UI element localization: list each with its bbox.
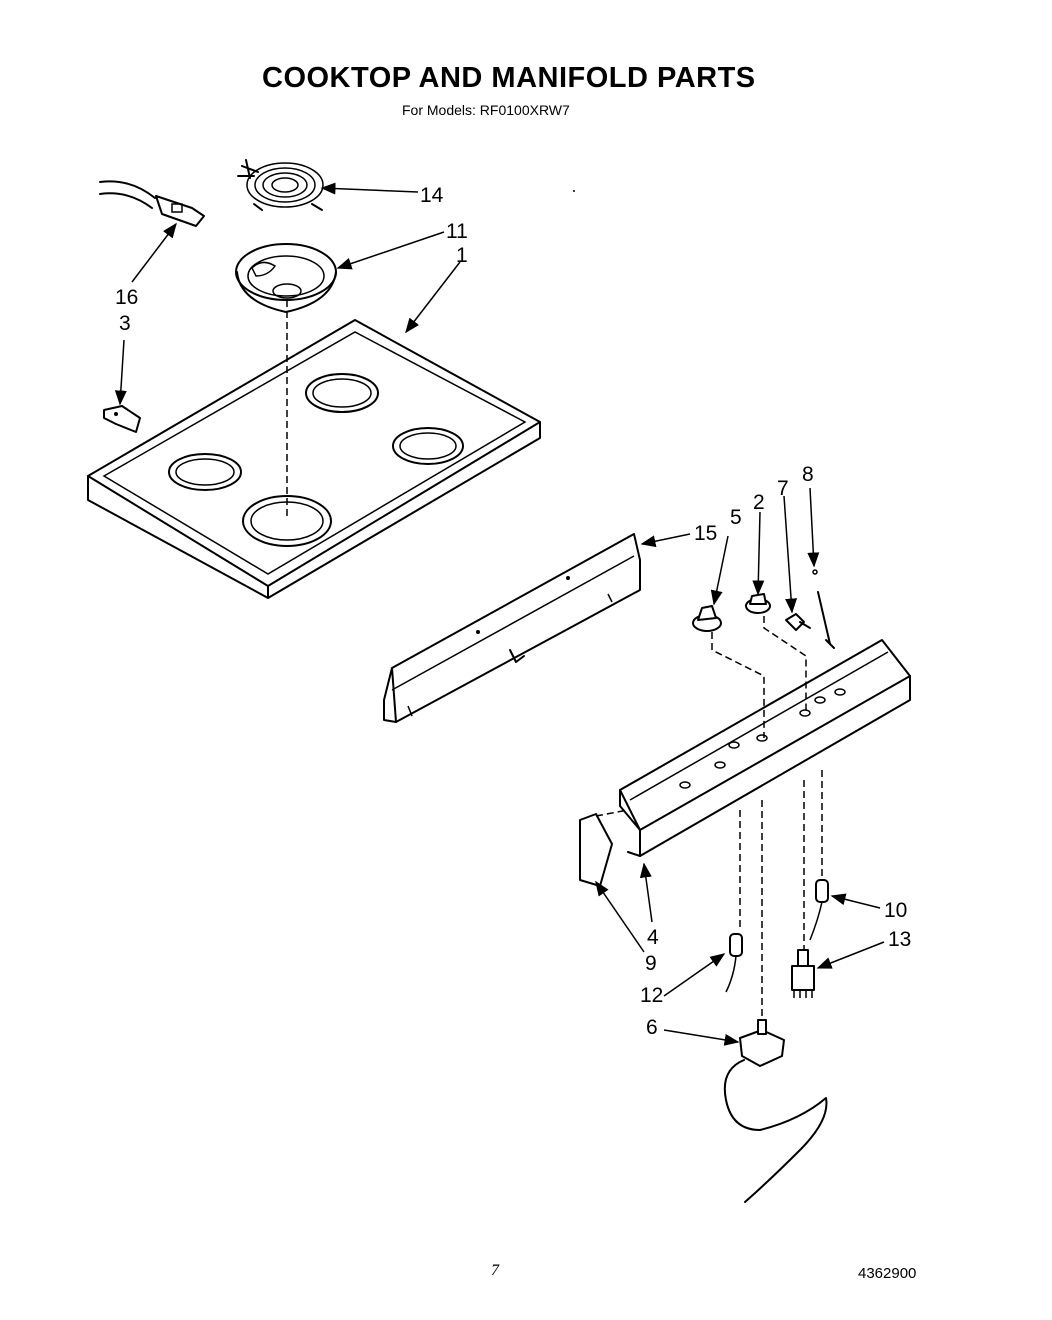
callout-1: 1 xyxy=(456,244,468,267)
leader-arrows xyxy=(114,182,885,1046)
stray-dot xyxy=(573,190,575,192)
callout-16: 16 xyxy=(115,286,138,309)
callout-13: 13 xyxy=(888,928,911,951)
callout-15: 15 xyxy=(694,522,717,545)
control-knob-left xyxy=(692,605,722,632)
knob-left-alignment-line xyxy=(711,632,765,738)
mounting-bracket xyxy=(103,405,141,433)
control-knob-right xyxy=(745,593,771,614)
callout-5: 5 xyxy=(730,506,742,529)
callout-7: 7 xyxy=(777,477,789,500)
surface-element xyxy=(237,159,324,211)
manifold-panel xyxy=(619,639,911,857)
terminal-block xyxy=(99,180,205,227)
lamp-socket-lower xyxy=(725,933,743,993)
page-title: COOKTOP AND MANIFOLD PARTS xyxy=(262,62,756,94)
end-cap-alignment-line xyxy=(595,809,629,817)
cooktop-panel xyxy=(87,319,541,599)
callout-14: 14 xyxy=(420,184,444,207)
front-trim-strip xyxy=(383,533,641,723)
infinite-switch xyxy=(791,949,815,998)
callout-2: 2 xyxy=(753,491,765,514)
switch-lever xyxy=(812,569,835,649)
callout-4: 4 xyxy=(647,926,659,949)
drip-bowl xyxy=(235,243,337,313)
indicator-light xyxy=(785,613,811,631)
selector-switch xyxy=(723,1019,828,1203)
knob-right-alignment-line xyxy=(763,616,807,713)
model-subtitle: For Models: RF0100XRW7 xyxy=(402,102,570,118)
callout-8: 8 xyxy=(802,463,814,486)
document-code: 4362900 xyxy=(858,1265,917,1282)
page-number: 7 xyxy=(491,1262,499,1279)
callout-12: 12 xyxy=(640,984,663,1007)
callout-9: 9 xyxy=(645,952,657,975)
callout-6: 6 xyxy=(646,1016,658,1039)
end-cap xyxy=(579,813,613,887)
callout-10: 10 xyxy=(884,899,907,922)
callout-11: 11 xyxy=(446,220,468,243)
lamp-socket xyxy=(809,879,829,941)
callout-3: 3 xyxy=(119,312,131,335)
